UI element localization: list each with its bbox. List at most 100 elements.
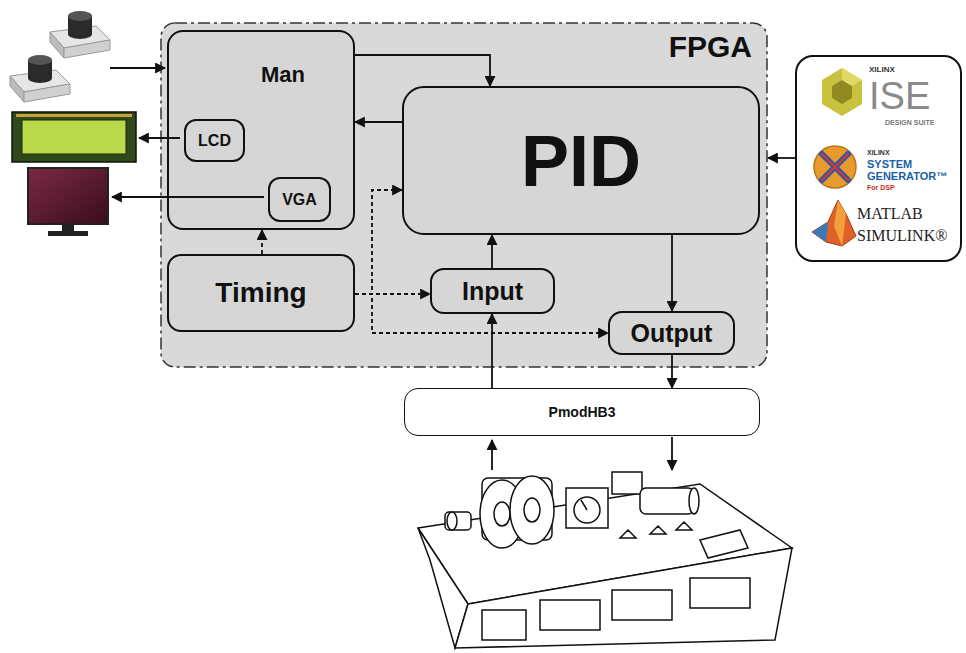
node-label: XILINX [869, 65, 895, 74]
monitor [62, 224, 74, 232]
plant-illustration [447, 512, 457, 530]
plant-illustration [566, 488, 608, 528]
output-arrow [112, 196, 264, 198]
plant-illustration [612, 472, 642, 494]
system-generator-logo [822, 154, 848, 180]
node-label: PID [521, 120, 641, 202]
driver-box: PmodHB3 [404, 388, 760, 436]
input-arrow [110, 67, 165, 69]
plant-illustration [612, 590, 672, 620]
plant-illustration [510, 476, 554, 544]
node-label: SYSTEM GENERATOR™ [867, 158, 959, 182]
ise-logo [822, 68, 862, 116]
push-button [28, 73, 52, 83]
push-button [68, 11, 92, 21]
monitor [28, 168, 108, 236]
node-label: LCD [198, 132, 231, 150]
plant-illustration [482, 610, 526, 640]
module-box: LCD [184, 119, 245, 162]
monitor [28, 168, 108, 224]
timing-signal [355, 293, 430, 295]
plant-illustration [455, 548, 792, 648]
module-box: Output [608, 311, 735, 355]
matlab-logo [812, 222, 828, 242]
fpga-region: FPGA ManLCD VGA Timing PID InputOutput [160, 22, 768, 368]
push-button [64, 40, 110, 58]
push-button [10, 55, 70, 102]
plant-illustration [640, 488, 694, 514]
signal-arrow [768, 157, 795, 159]
plant-illustration [574, 497, 600, 523]
plant-illustration [482, 478, 552, 540]
system-generator-logo [814, 146, 856, 188]
signal-arrow [671, 355, 673, 388]
plant-illustration [418, 528, 468, 648]
plant-illustration [700, 530, 748, 558]
plant-illustration [418, 484, 792, 604]
matlab-logo [812, 200, 856, 246]
push-button [28, 55, 52, 65]
plant-illustration [418, 472, 792, 648]
node-label: ISE [869, 75, 930, 118]
plant-illustration [524, 498, 540, 522]
system-generator-logo [814, 146, 856, 188]
tools-panel: XILINXISEDESIGN SUITEXILINXSYSTEM GENERA… [795, 55, 962, 262]
plant-illustration [480, 480, 524, 548]
system-generator-logo [822, 154, 848, 180]
monitor [48, 231, 88, 236]
node-label: VGA [282, 191, 317, 209]
node-label: DESIGN SUITE [885, 119, 934, 126]
plant-illustration [581, 500, 587, 510]
timing-signal [355, 294, 608, 333]
node-label: Input [462, 277, 523, 306]
process-box: PID [402, 86, 760, 235]
push-button [50, 11, 110, 58]
push-button [24, 84, 70, 102]
ise-logo [842, 68, 862, 86]
node-label: Timing [215, 277, 306, 309]
signal-arrow [671, 235, 673, 311]
ise-logo [822, 68, 862, 116]
signal-arrow [355, 121, 402, 123]
signal-arrow [491, 314, 493, 388]
lcd-module [12, 112, 136, 162]
timing-signal [261, 230, 263, 254]
plant-illustration [445, 512, 471, 530]
push-button [50, 32, 64, 58]
drive-arrow [671, 437, 673, 470]
push-button [28, 60, 52, 78]
node-label: Output [631, 319, 713, 348]
lcd-module [12, 112, 136, 162]
module-box: Timing [167, 254, 355, 332]
module-box: VGA [268, 177, 331, 222]
plant-illustration [689, 488, 699, 514]
fpga-outline [161, 23, 767, 367]
ise-logo [832, 80, 852, 104]
output-arrow [139, 137, 180, 139]
feedback-arrow [491, 440, 493, 470]
plant-illustration [540, 600, 600, 630]
push-button [68, 16, 92, 34]
push-button [10, 70, 70, 92]
plant-illustration [690, 578, 750, 608]
plant-illustration [620, 522, 692, 538]
lcd-module [16, 114, 132, 117]
push-button [50, 26, 110, 48]
node-label: PmodHB3 [549, 404, 616, 420]
node-label: FPGA [669, 30, 752, 64]
plant-illustration [494, 502, 510, 526]
timing-signal [355, 190, 402, 294]
node-label: For DSP [867, 184, 895, 191]
signal-arrow [355, 55, 490, 86]
lcd-module [22, 120, 126, 154]
signal-arrow [491, 235, 493, 268]
push-button [68, 29, 92, 39]
matlab-logo [812, 200, 856, 246]
matlab-logo [834, 200, 846, 246]
node-label: Man [261, 62, 305, 88]
module-box: ManLCD VGA [167, 30, 355, 230]
node-label: XILINX [867, 149, 890, 156]
